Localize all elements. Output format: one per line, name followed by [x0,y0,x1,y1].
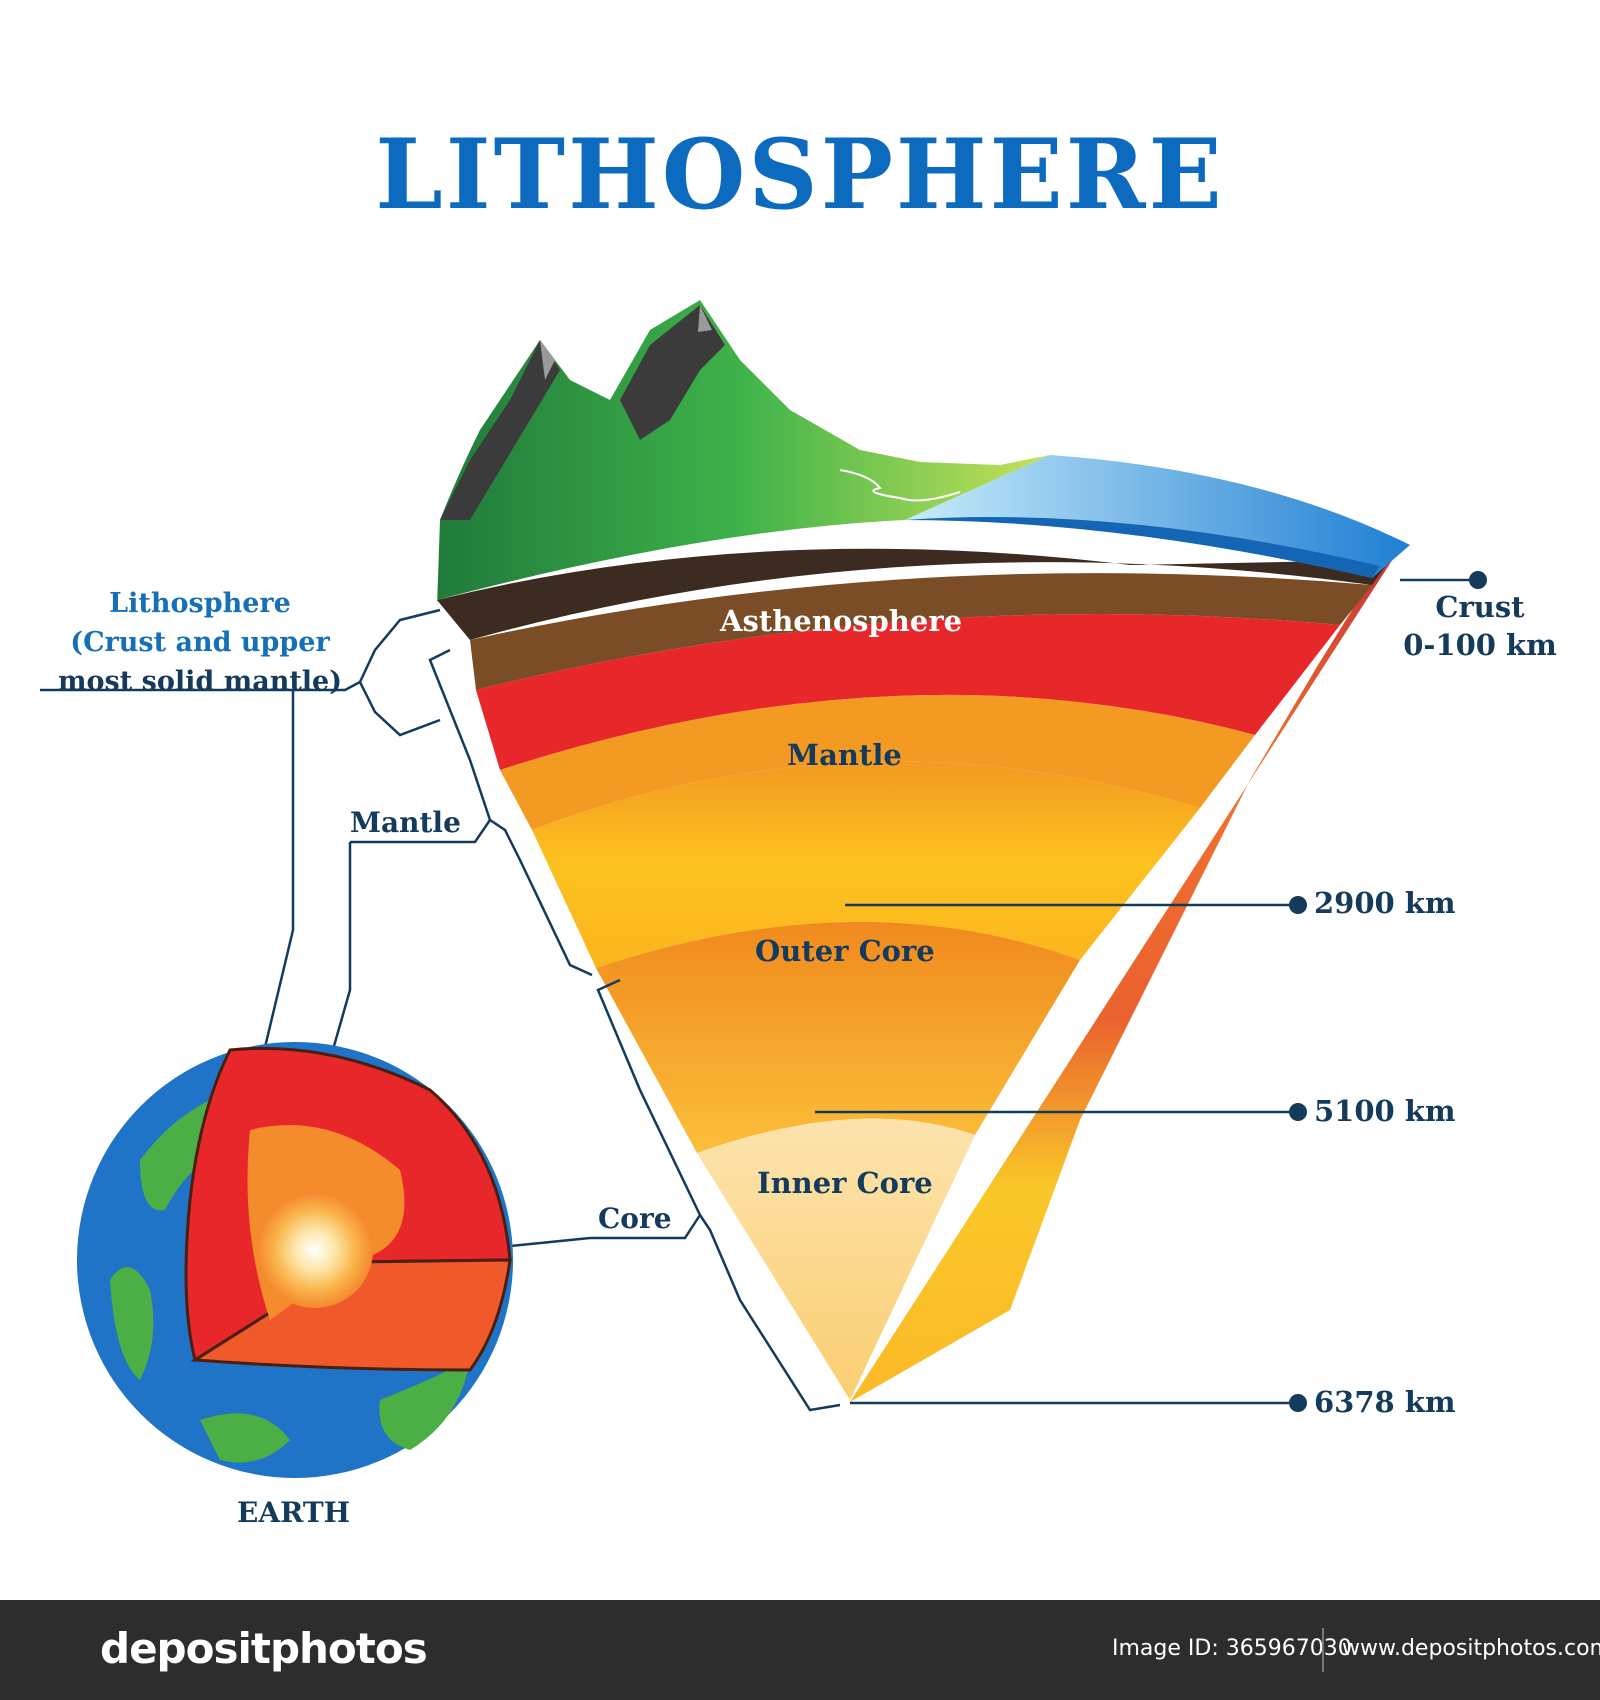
leader-core [590,1214,702,1240]
bracket-core [596,978,841,1412]
marker-6378 [1289,1394,1307,1412]
earth-layers-wedge [437,300,1410,1402]
label-crust-depth: 0-100 km [1403,628,1557,662]
label-depth-2900: 2900 km [1314,886,1456,920]
mountain-rock-right [620,305,725,440]
marker-2900 [1289,896,1307,914]
label-lithosphere-title: Lithosphere [109,588,291,619]
ocean-edge [905,517,1380,578]
bracket-lithosphere [358,608,441,737]
label-crust: Crust [1435,590,1525,624]
depth-markers [1289,571,1487,1412]
label-asthenosphere: Asthenosphere [720,604,963,638]
earth-globe [77,1042,513,1478]
label-inner-core: Inner Core [757,1166,933,1200]
label-depth-6378: 6378 km [1314,1385,1456,1419]
label-lithosphere-line3: most solid mantle) [57,666,343,697]
layer-crust-brown [470,573,1372,690]
label-earth: EARTH [237,1496,351,1529]
globe-land-4 [200,1413,290,1463]
globe-cutout-floor [190,1258,512,1372]
layer-asthenosphere [476,613,1340,770]
layer-mantle [532,761,1200,968]
globe-land-1 [140,1100,219,1211]
marker-crust [1469,571,1487,589]
land-surface [437,300,1050,607]
label-outer-core: Outer Core [755,934,935,968]
label-lithosphere-line2: (Crust and upper [70,627,330,658]
footer-bar: depositphotos Image ID: 365967030 www.de… [0,1600,1600,1700]
layer-mantle-upper [500,694,1255,830]
leader-lithosphere [40,680,361,692]
marker-5100 [1289,1103,1307,1121]
label-depth-5100: 5100 km [1314,1094,1456,1128]
footer-image-id: Image ID: 365967030 [1112,1636,1352,1661]
footer-site-link[interactable]: www.depositphotos.com [1342,1636,1600,1661]
layer-inner-core [697,1118,975,1400]
footer-brand[interactable]: depositphotos [100,1624,428,1673]
river [839,469,961,502]
page-title: LITHOSPHERE [375,118,1225,231]
mountain-rock-left [440,340,560,520]
depth-leaders [815,578,1478,1405]
layer-lithosphere-band [437,548,1390,640]
label-core-left: Core [598,1202,672,1235]
globe-land-2 [110,1267,154,1380]
leader-mantle [350,819,492,844]
bracket-mantle [428,648,593,977]
globe-inner-core [257,1192,373,1308]
wedge-side-face [850,548,1400,1402]
globe-land-3 [379,1360,470,1450]
label-mantle-inside: Mantle [787,738,902,772]
layer-outer-core [596,921,1080,1153]
label-mantle-left: Mantle [350,806,461,839]
footer-separator [1322,1628,1324,1672]
